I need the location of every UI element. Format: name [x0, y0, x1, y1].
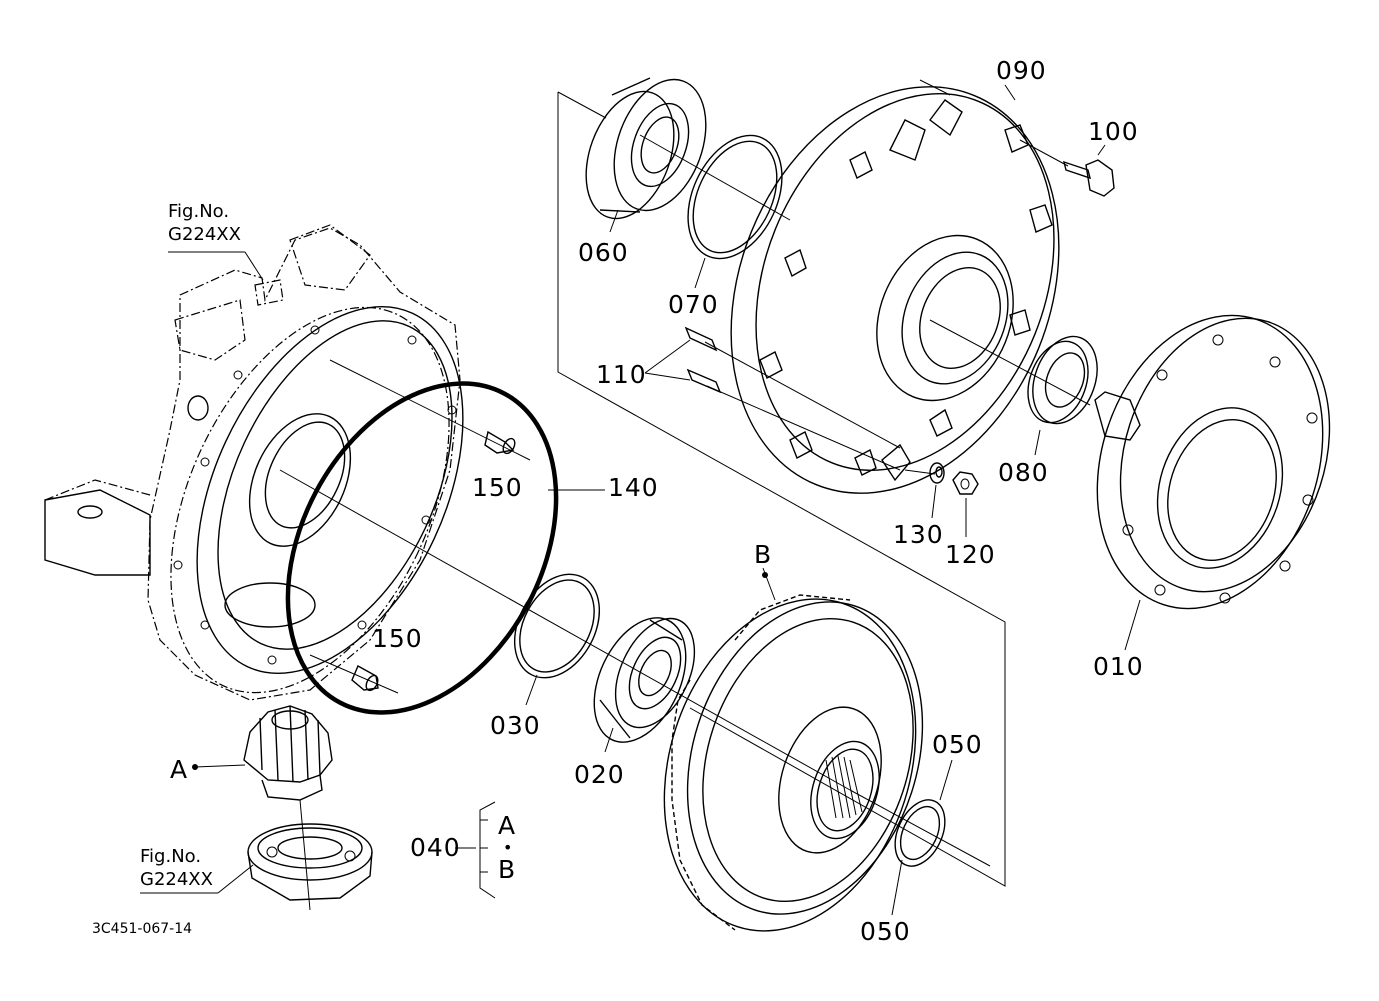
fig-ref-bottom-line2: G224XX — [140, 869, 213, 890]
bottom-bearing — [247, 799, 373, 911]
label-150-lower: 150 — [372, 624, 423, 653]
marker-b-dot — [762, 572, 768, 578]
label-050-upper: 050 — [932, 730, 983, 759]
o-ring-140 — [285, 381, 559, 715]
label-130: 130 — [893, 520, 944, 549]
label-080: 080 — [998, 458, 1049, 487]
label-040: 040 — [410, 833, 461, 862]
label-030: 030 — [490, 711, 541, 740]
washer-130 — [929, 462, 945, 484]
cover-090 — [730, 86, 1060, 494]
document-id: 3C451-067-14 — [92, 921, 193, 937]
studs-110 — [684, 326, 722, 394]
housing-knuckle — [44, 224, 464, 701]
group-040-bottom: B — [498, 855, 517, 884]
assembly-boundary — [557, 91, 1006, 887]
fig-ref-bottom-line1: Fig.No. — [140, 846, 202, 867]
label-060: 060 — [578, 238, 629, 267]
pin-150-lower — [351, 665, 379, 692]
pin-150-upper — [484, 430, 516, 455]
label-140: 140 — [608, 473, 659, 502]
label-070: 070 — [668, 290, 719, 319]
flange-axle-010 — [1094, 314, 1331, 610]
bearing-020 — [593, 617, 696, 743]
label-050-lower: 050 — [860, 917, 911, 946]
group-040-top: A — [498, 811, 517, 840]
label-020: 020 — [574, 760, 625, 789]
label-090: 090 — [996, 56, 1047, 85]
snap-ring-050 — [894, 799, 946, 867]
leader-lines — [140, 84, 1141, 916]
fig-ref-top-line2: G224XX — [168, 224, 241, 245]
o-ring-070 — [687, 134, 783, 260]
label-120: 120 — [945, 540, 996, 569]
bearing-060 — [585, 77, 707, 220]
bevel-pinion-a — [243, 705, 333, 801]
nut-120 — [952, 471, 979, 495]
bolt-100 — [1063, 159, 1115, 197]
marker-b-label: B — [754, 540, 773, 569]
group-040-dot: • — [503, 838, 513, 857]
fig-ref-top-line1: Fig.No. — [168, 201, 230, 222]
label-150-upper: 150 — [472, 473, 523, 502]
ring-gear-b — [663, 594, 924, 932]
label-010: 010 — [1093, 652, 1144, 681]
label-100: 100 — [1088, 117, 1139, 146]
label-110: 110 — [596, 360, 647, 389]
marker-a-dot — [192, 764, 198, 770]
oil-seal-080 — [1027, 335, 1098, 425]
center-lines — [279, 79, 1091, 867]
marker-a-label: A — [170, 755, 189, 784]
